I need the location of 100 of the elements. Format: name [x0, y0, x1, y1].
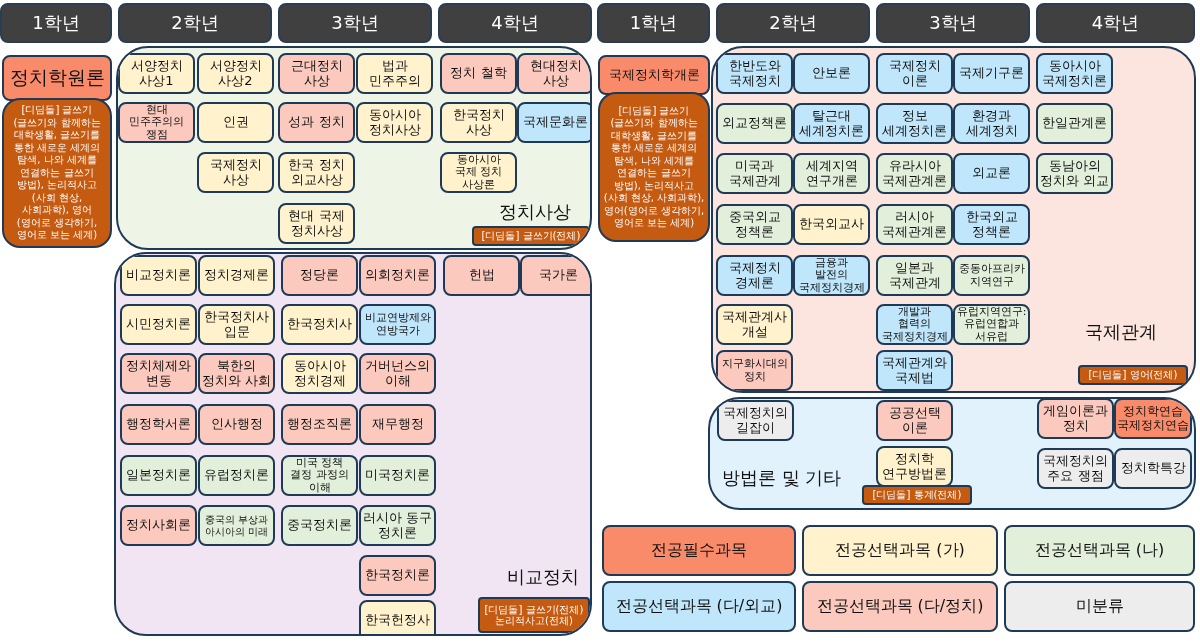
course-box: 정치경제론	[198, 255, 275, 296]
course-box: 한반도와 국제정치	[716, 53, 793, 94]
course-box: 한국정치론	[359, 555, 436, 596]
course-box: 거버넌스의 이해	[359, 353, 436, 394]
course-box: 국가론	[520, 255, 590, 296]
course-box: 북한의 정치와 사회	[198, 353, 275, 394]
course-box: 환경과 세계정치	[953, 103, 1030, 144]
course-box: 중국정치론	[281, 505, 358, 546]
course-box: 국제문화론	[517, 102, 590, 143]
area-panel	[708, 397, 1196, 510]
course-box: 행정조직론	[281, 404, 358, 445]
course-box: 정치 철학	[440, 53, 517, 94]
course-box: 시민정치론	[120, 304, 197, 345]
course-box: 안보론	[793, 53, 870, 94]
year-header: 1학년	[597, 3, 710, 43]
course-box: 한일관계론	[1036, 103, 1113, 144]
course-box: 공공선택 이론	[876, 400, 953, 441]
course-box: 정치학특강	[1114, 448, 1192, 489]
course-box: 정당론	[281, 255, 358, 296]
year-header: 4학년	[438, 3, 592, 43]
course-box: 국제정치 경제론	[716, 255, 793, 296]
legend-swatch: 미분류	[1004, 581, 1195, 632]
course-box: 게임이론과 정치	[1037, 399, 1114, 439]
course-box: 외교정책론	[716, 103, 793, 144]
course-box: 중동아프리카 지역연구	[953, 255, 1030, 296]
course-box: 유럽정치론	[198, 455, 275, 496]
course-box: 국제정치학개론	[598, 55, 710, 95]
year-header: 3학년	[278, 3, 432, 43]
tag-box: [디딤돌] 글쓰기(전체) 논리적사고(전체)	[478, 597, 590, 633]
course-box: 국제정치의 길잡이	[717, 400, 794, 441]
legend-swatch: 전공선택과목 (다/외교)	[602, 581, 796, 632]
area-panel	[116, 46, 592, 250]
course-box: 현대 국제 정치사상	[278, 203, 355, 244]
course-box: 중국의 부상과 아시아의 미래	[198, 505, 275, 546]
year-header: 2학년	[716, 3, 870, 43]
note-box: [디딤돌] 글쓰기(글쓰기와 함께하는 대학생활, 글쓰기를 통한 새로운 세계의 탐색, 나와 세계를 연결하는 글쓰기 방법), 논리적사고(사회 현상, 사회과학), 영어(영어로 생각하기, 영어로 보는 세계)	[2, 98, 112, 248]
course-box: 탈근대 세계정치론	[793, 103, 870, 144]
tag-box: [디딤돌] 영어(전체)	[1078, 365, 1188, 385]
course-box: 정치학원론	[2, 55, 112, 101]
course-box: 유럽지역연구: 유럽연합과 서유럽	[953, 304, 1030, 345]
year-header: 1학년	[0, 3, 112, 43]
course-box: 정보 세계정치론	[876, 103, 953, 144]
area-panel	[114, 252, 592, 636]
legend-swatch: 전공선택과목 (다/정치)	[802, 581, 998, 632]
course-box: 현대정치 사상	[517, 53, 590, 94]
year-header: 3학년	[876, 3, 1030, 43]
course-box: 현대 민주주의의 쟁점	[118, 102, 195, 143]
year-header: 2학년	[118, 3, 272, 43]
area-panel	[711, 46, 1196, 393]
area-title: 정치사상	[499, 202, 571, 223]
course-box: 국제관계사 개설	[716, 304, 793, 345]
area-title: 국제관계	[1085, 322, 1157, 343]
course-box: 한국헌정사	[359, 600, 436, 634]
course-box: 중국외교 정책론	[716, 204, 793, 245]
course-box: 인사행정	[198, 404, 275, 445]
course-box: 국제관계와 국제법	[876, 350, 953, 391]
course-box: 국제정치 이론	[876, 53, 953, 94]
course-box: 의회정치론	[359, 255, 436, 296]
course-box: 동아시아 국제정치론	[1036, 53, 1113, 94]
tag-box: [디딤돌] 글쓰기(전체)	[472, 226, 590, 246]
course-box: 한국외교 정책론	[953, 204, 1030, 245]
course-box: 국제정치 사상	[197, 152, 274, 193]
course-box: 정치학연습 국제정치연습	[1114, 399, 1192, 439]
course-box: 동아시아 국제 정치 사상론	[440, 152, 517, 193]
course-box: 동남아의 정치와 외교	[1036, 153, 1113, 194]
course-box: 한국외교사	[793, 204, 870, 245]
course-box: 한국정치사 입문	[198, 304, 275, 345]
course-box: 한국정치 사상	[440, 102, 517, 143]
course-box: 외교론	[953, 153, 1030, 194]
course-box: 미국정치론	[359, 455, 436, 496]
area-title: 방법론 및 기타	[722, 468, 842, 489]
course-box: 일본과 국제관계	[876, 255, 953, 296]
course-box: 법과 민주주의	[356, 53, 433, 94]
tag-box: [디딤돌] 통계(전체)	[862, 485, 972, 505]
course-box: 동아시아 정치경제	[281, 353, 358, 394]
note-box: [디딤돌] 글쓰기(글쓰기와 함께하는 대학생활, 글쓰기를 통한 새로운 세계의 탐색, 나와 세계를 연결하는 글쓰기 방법), 논리적사고(사회 현상, 사회과학), 영어(영어로 생각하기, 영어로 보는 세계)	[598, 92, 710, 242]
course-box: 유라시아 국제관계론	[876, 153, 953, 194]
course-box: 행정학서론	[120, 404, 197, 445]
course-box: 한국 정치 외교사상	[278, 152, 355, 193]
course-box: 성과 정치	[278, 102, 355, 143]
course-box: 러시아 국제관계론	[876, 204, 953, 245]
course-box: 근대정치 사상	[278, 53, 355, 94]
course-box: 동아시아 정치사상	[356, 102, 433, 143]
course-box: 금융과 발전의 국제정치경제	[793, 255, 870, 296]
year-header: 4학년	[1036, 3, 1195, 43]
course-box: 러시아 동구 정치론	[359, 505, 436, 546]
course-box: 인권	[197, 102, 274, 143]
course-box: 서양정치 사상2	[197, 53, 274, 94]
legend-swatch: 전공선택과목 (가)	[802, 525, 998, 576]
course-box: 지구화시대의 정치	[716, 350, 793, 391]
course-box: 한국정치사	[281, 304, 358, 345]
course-box: 정치학 연구방법론	[876, 446, 953, 487]
course-box: 국제기구론	[953, 53, 1030, 94]
course-box: 미국과 국제관계	[716, 153, 793, 194]
course-box: 서양정치 사상1	[118, 53, 195, 94]
course-box: 국제정치의 주요 쟁점	[1037, 448, 1114, 489]
course-box: 일본정치론	[120, 455, 197, 496]
course-box: 재무행정	[359, 404, 436, 445]
course-box: 미국 정책 결정 과정의 이해	[281, 455, 358, 496]
course-box: 세계지역 연구개론	[793, 153, 870, 194]
